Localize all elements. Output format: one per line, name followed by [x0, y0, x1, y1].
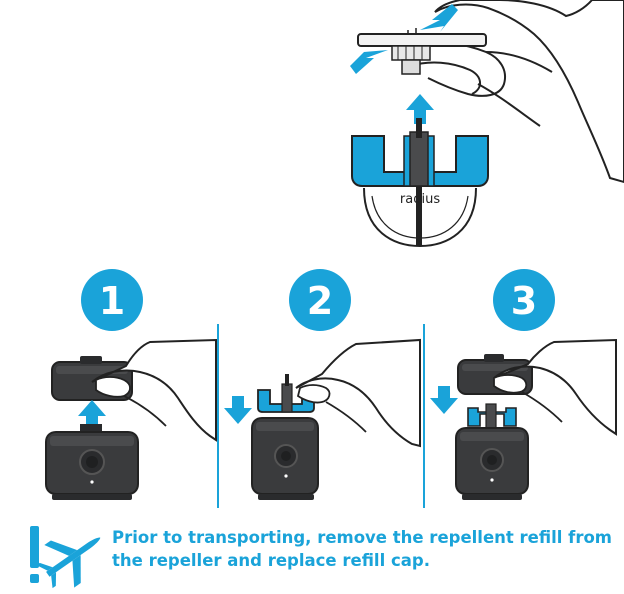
transport-note: Prior to transporting, remove the repell… [112, 526, 618, 572]
step-badge-3: 3 [493, 269, 555, 331]
hand-icon [493, 338, 617, 436]
refill-cartridge [357, 33, 487, 47]
step-number: 1 [99, 279, 125, 323]
hand-icon [434, 0, 624, 184]
refill-holder [351, 135, 489, 187]
hand-icon [295, 338, 421, 448]
hand-icon [91, 338, 217, 442]
step-2-illustration [224, 338, 421, 500]
step-3-illustration [430, 338, 617, 500]
exclamation-icon [30, 526, 39, 583]
step-number: 3 [511, 279, 537, 323]
arrow-up-icon [406, 94, 434, 124]
arrow-up-icon [78, 400, 106, 428]
repeller-base [455, 403, 529, 500]
arrow-down-icon [430, 386, 458, 414]
repeller-base [45, 424, 139, 500]
step-1-illustration [45, 338, 217, 500]
arrow-down-icon [224, 396, 252, 424]
transport-note-line-1: Prior to transporting, remove the repell… [112, 528, 612, 547]
step-badge-2: 2 [289, 269, 351, 331]
repeller-base [251, 417, 319, 500]
arrow-inward-icon [420, 4, 458, 32]
transport-note-line-2: the repeller and replace refill cap. [112, 551, 430, 570]
step-badge-1: 1 [81, 269, 143, 331]
arrow-inward-icon [350, 46, 388, 74]
airplane-icon [36, 537, 101, 589]
step-number: 2 [307, 279, 333, 323]
brand-label: radius [400, 192, 440, 207]
refill-removal-illustration: radius [350, 0, 624, 248]
